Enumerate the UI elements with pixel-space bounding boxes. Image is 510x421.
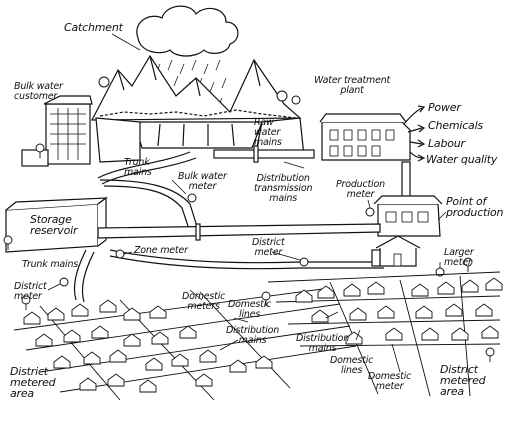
- label-bulk-water-customer: Bulk water customer: [14, 81, 63, 102]
- label-water-treatment-plant: Water treatment plant: [314, 75, 391, 96]
- label-domestic-meter-right: Domestic meter: [368, 371, 412, 392]
- leader-lines: [47, 33, 447, 373]
- label-raw-water-mains: Raw water mains: [254, 117, 282, 148]
- label-district-meter-center: District meter: [252, 237, 285, 258]
- trunk-main: [97, 151, 199, 233]
- treatment-plant: [319, 113, 411, 161]
- label-trunk-mains-top: Trunk mains: [124, 157, 152, 178]
- production-main: [401, 161, 411, 201]
- label-district-metered-area-right: District metered area: [440, 363, 486, 398]
- storage-reservoir: [5, 196, 108, 253]
- label-domestic-meters: Domestic meters: [182, 291, 226, 312]
- label-larger-meter: Larger meter: [444, 247, 474, 268]
- label-catchment: Catchment: [64, 21, 123, 34]
- district-main: [109, 249, 384, 270]
- label-distribution-mains-right: Distribution mains: [296, 333, 350, 354]
- label-power: Power: [428, 101, 461, 114]
- input-arrows: [403, 105, 426, 162]
- zone-meter-icon: [115, 249, 125, 259]
- label-bulk-water-meter: Bulk water meter: [178, 171, 227, 192]
- rain-cloud: [136, 5, 239, 57]
- label-domestic-lines-right: Domestic lines: [330, 355, 374, 376]
- bulk-meter-icon: [187, 193, 197, 203]
- dam: [95, 117, 305, 163]
- district-meter-left-icon: [59, 277, 69, 287]
- label-zone-meter: Zone meter: [134, 245, 188, 256]
- trees: [3, 143, 495, 362]
- raw-water-main: [213, 145, 315, 163]
- label-storage-reservoir: Storage reservoir: [30, 213, 78, 237]
- label-trunk-mains-left: Trunk mains: [22, 259, 79, 270]
- meter-icons: [59, 193, 445, 287]
- label-point-of-production: Point of production: [446, 195, 504, 219]
- catchment-trees: [98, 76, 301, 105]
- label-district-meter-left: District meter: [14, 281, 47, 302]
- bulk-customer-building: [21, 95, 93, 167]
- right-district-streets: [267, 271, 501, 397]
- label-production-meter: Production meter: [336, 179, 385, 200]
- production-meter-icon: [365, 207, 375, 217]
- houses: [23, 277, 503, 393]
- label-water-quality: Water quality: [426, 153, 498, 166]
- production-building: [373, 195, 443, 237]
- label-domestic-lines-center: Domestic lines: [228, 299, 272, 320]
- label-labour: Labour: [428, 137, 465, 150]
- transmission-main: [97, 223, 381, 241]
- catchment-hills: [91, 54, 302, 121]
- label-district-metered-area-left: District metered area: [10, 365, 56, 400]
- trunk-main-left: [73, 249, 95, 303]
- district-meter-icon: [299, 257, 309, 267]
- label-chemicals: Chemicals: [428, 119, 483, 132]
- label-distribution-mains-center: Distribution mains: [226, 325, 280, 346]
- large-house: [371, 235, 421, 267]
- label-distribution-transmission-mains: Distribution transmission mains: [254, 173, 313, 204]
